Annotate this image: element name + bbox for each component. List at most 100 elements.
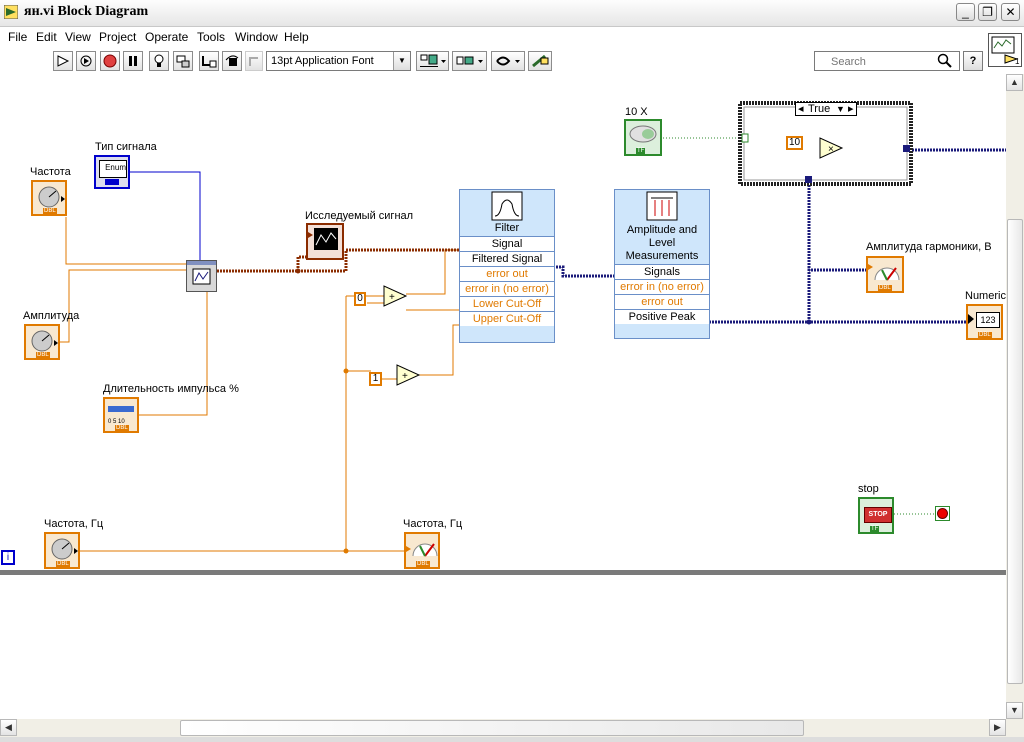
signal-type-enum-control[interactable]: Enum bbox=[94, 155, 130, 189]
menu-file[interactable]: File bbox=[8, 30, 28, 44]
filter-signal-terminal[interactable]: Signal bbox=[460, 236, 554, 251]
filter-error-in-terminal[interactable]: error in (no error) bbox=[460, 281, 554, 296]
horizontal-scroll-thumb[interactable] bbox=[180, 720, 804, 736]
case-dropdown-arrow-icon[interactable]: ▼ bbox=[836, 104, 845, 114]
filter-upper-cutoff-terminal[interactable]: Upper Cut-Off bbox=[460, 311, 554, 326]
step-into-button[interactable] bbox=[199, 51, 219, 71]
distribute-icon bbox=[456, 56, 483, 65]
amplitude-signals-terminal[interactable]: Signals bbox=[615, 264, 709, 279]
search-icon[interactable] bbox=[937, 53, 953, 69]
stop-button-control[interactable]: STOP TF bbox=[858, 497, 894, 534]
filter-icon-area bbox=[460, 190, 554, 222]
menu-window[interactable]: Window bbox=[235, 30, 278, 44]
svg-text:+: + bbox=[389, 292, 395, 303]
toolbar bbox=[0, 48, 985, 74]
menu-operate[interactable]: Operate bbox=[145, 30, 189, 44]
vertical-scrollbar[interactable]: ▲ ▼ bbox=[1006, 74, 1024, 719]
knob-icon bbox=[31, 330, 58, 352]
dbl-badge: DBL bbox=[878, 285, 892, 291]
ten-x-boolean-control[interactable]: TF bbox=[624, 119, 662, 156]
vertical-scroll-thumb[interactable] bbox=[1007, 219, 1023, 684]
numeric-display: 123 bbox=[976, 312, 1000, 328]
close-button[interactable]: ✕ bbox=[1001, 3, 1020, 21]
harmonic-amplitude-meter-indicator[interactable]: DBL bbox=[866, 256, 904, 293]
align-objects-button[interactable] bbox=[416, 51, 449, 71]
text-settings-dropdown[interactable]: 13pt Application Font ▼ bbox=[266, 51, 411, 71]
case-increment-arrow-icon[interactable]: ▸ bbox=[848, 103, 854, 115]
help-icon: ? bbox=[969, 55, 977, 67]
case-selector[interactable]: ◂ True ▼ ▸ bbox=[795, 102, 857, 116]
menu-tools[interactable]: Tools bbox=[197, 30, 226, 44]
filter-lower-cutoff-terminal[interactable]: Lower Cut-Off bbox=[460, 296, 554, 311]
pulse-duration-label: Длительность импульса % bbox=[103, 383, 239, 395]
simulate-signal-express-vi[interactable] bbox=[186, 260, 217, 292]
menu-project[interactable]: Project bbox=[99, 30, 137, 44]
scroll-left-button[interactable]: ◀ bbox=[0, 719, 17, 736]
svg-text:+: + bbox=[402, 371, 408, 382]
signal-type-label: Тип сигнала bbox=[95, 141, 157, 153]
pulse-duration-slider-control[interactable]: 0 5 10 DBL bbox=[103, 397, 139, 433]
context-help-button[interactable]: ? bbox=[963, 51, 983, 71]
amplitude-knob-control[interactable]: DBL bbox=[24, 324, 60, 360]
wires-layer: × + + bbox=[0, 101, 1006, 575]
step-over-button[interactable] bbox=[222, 51, 242, 71]
reorder-button[interactable] bbox=[491, 51, 525, 71]
slider-icon: 0 5 10 bbox=[108, 406, 134, 425]
constant-one[interactable]: 1 bbox=[369, 372, 382, 386]
numeric-indicator[interactable]: 123 DBL bbox=[966, 304, 1003, 340]
distribute-objects-button[interactable] bbox=[452, 51, 487, 71]
scroll-down-button[interactable]: ▼ bbox=[1006, 702, 1023, 719]
express-vi-header bbox=[187, 261, 216, 265]
menu-view[interactable]: View bbox=[65, 30, 91, 44]
restore-icon: ❐ bbox=[982, 5, 993, 19]
simulate-signal-icon bbox=[192, 268, 211, 285]
frequency-hz-indicator-label: Частота, Гц bbox=[403, 518, 463, 530]
menu-bar: File Edit View Project Operate Tools Win… bbox=[0, 27, 985, 47]
minimize-button[interactable]: _ bbox=[956, 3, 975, 21]
reorder-icon bbox=[496, 56, 520, 66]
loop-condition-terminal[interactable] bbox=[935, 506, 950, 521]
horizontal-scrollbar[interactable]: ◀ ▶ bbox=[0, 719, 1006, 737]
amplitude-level-measurements-express-vi[interactable]: Amplitude and Level Measurements Signals… bbox=[614, 189, 710, 339]
frequency-hz-knob-control[interactable]: DBL bbox=[44, 532, 80, 569]
constant-zero[interactable]: 0 bbox=[354, 292, 366, 306]
block-diagram-canvas[interactable]: × + + Тип сигнала Enum Частота DBL Ампли… bbox=[0, 74, 1006, 719]
run-button[interactable] bbox=[53, 51, 73, 71]
amplitude-positive-peak-terminal[interactable]: Positive Peak bbox=[615, 309, 709, 324]
retain-wire-values-button[interactable] bbox=[173, 51, 193, 71]
run-continuously-button[interactable] bbox=[76, 51, 96, 71]
search-input[interactable] bbox=[829, 54, 933, 70]
frequency-knob-control[interactable]: DBL bbox=[31, 180, 67, 216]
menu-help[interactable]: Help bbox=[284, 30, 309, 44]
frequency-hz-meter-indicator[interactable]: DBL bbox=[404, 532, 440, 569]
stop-label: stop bbox=[858, 483, 879, 495]
signal-waveform-graph-indicator[interactable] bbox=[306, 223, 344, 260]
svg-text:0 5 10: 0 5 10 bbox=[108, 419, 125, 425]
pause-button[interactable] bbox=[123, 51, 143, 71]
lightbulb-icon bbox=[154, 54, 164, 67]
status-bar bbox=[0, 737, 1024, 742]
constant-ten[interactable]: 10 bbox=[786, 136, 803, 150]
filter-error-out-terminal[interactable]: error out bbox=[460, 266, 554, 281]
amplitude-label: Амплитуда bbox=[23, 310, 80, 322]
probe-icon bbox=[176, 55, 190, 68]
title-bar: ян.vi Block Diagram _ ❐ ✕ bbox=[0, 0, 1024, 27]
signal-graph-label: Исследуемый сигнал bbox=[305, 210, 414, 222]
filter-express-vi[interactable]: Filter Signal Filtered Signal error out … bbox=[459, 189, 555, 343]
filter-filtered-signal-terminal[interactable]: Filtered Signal bbox=[460, 251, 554, 266]
scroll-up-button[interactable]: ▲ bbox=[1006, 74, 1023, 91]
abort-button[interactable] bbox=[100, 51, 120, 71]
amplitude-error-out-terminal[interactable]: error out bbox=[615, 294, 709, 309]
amplitude-error-in-terminal[interactable]: error in (no error) bbox=[615, 279, 709, 294]
clean-up-diagram-button[interactable] bbox=[528, 51, 552, 71]
maximize-button[interactable]: ❐ bbox=[978, 3, 997, 21]
amplitude-icon-area bbox=[615, 190, 709, 222]
highlight-execution-button[interactable] bbox=[149, 51, 169, 71]
vi-connector-icon[interactable]: 1 bbox=[988, 33, 1022, 67]
enum-text: Enum bbox=[99, 160, 127, 178]
menu-edit[interactable]: Edit bbox=[36, 30, 57, 44]
loop-iteration-terminal[interactable]: i bbox=[1, 550, 15, 565]
case-decrement-arrow-icon[interactable]: ◂ bbox=[798, 103, 804, 115]
scroll-right-button[interactable]: ▶ bbox=[989, 719, 1006, 736]
step-out-button[interactable] bbox=[245, 51, 263, 71]
